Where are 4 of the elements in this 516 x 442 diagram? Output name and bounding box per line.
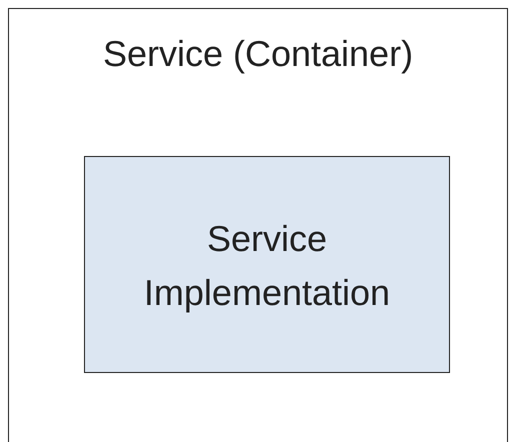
- node-label: Service Implementation: [142, 217, 392, 315]
- node-label: Service (Container): [102, 32, 414, 76]
- container-box: [8, 8, 508, 442]
- process-box: [84, 156, 450, 373]
